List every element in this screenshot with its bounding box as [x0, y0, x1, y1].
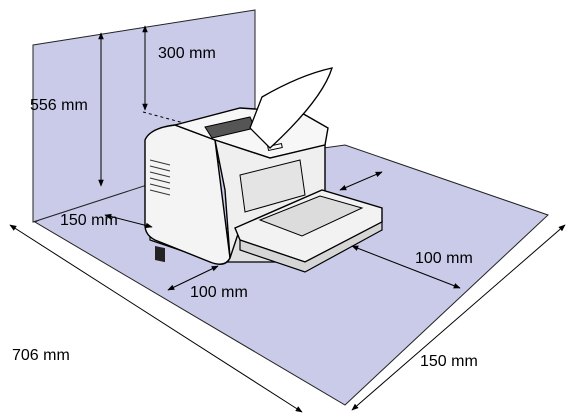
label-height: 556 mm [30, 97, 88, 114]
label-right-side: 100 mm [415, 250, 473, 267]
printer-power-switch [155, 245, 165, 263]
rear-dimension-line [339, 171, 383, 191]
right-margin-dimension-line [351, 224, 566, 411]
paper-support [249, 67, 333, 149]
printer-vent [149, 159, 171, 196]
label-total-depth: 706 mm [12, 347, 70, 364]
printer-front-panel [239, 159, 306, 213]
label-top-clearance: 300 mm [158, 45, 216, 62]
printer-indicator [267, 142, 283, 152]
label-left-side: 150 mm [60, 212, 118, 229]
total-depth-dimension-line [9, 224, 303, 413]
label-front: 100 mm [190, 284, 248, 301]
label-right-margin: 150 mm [420, 353, 478, 370]
